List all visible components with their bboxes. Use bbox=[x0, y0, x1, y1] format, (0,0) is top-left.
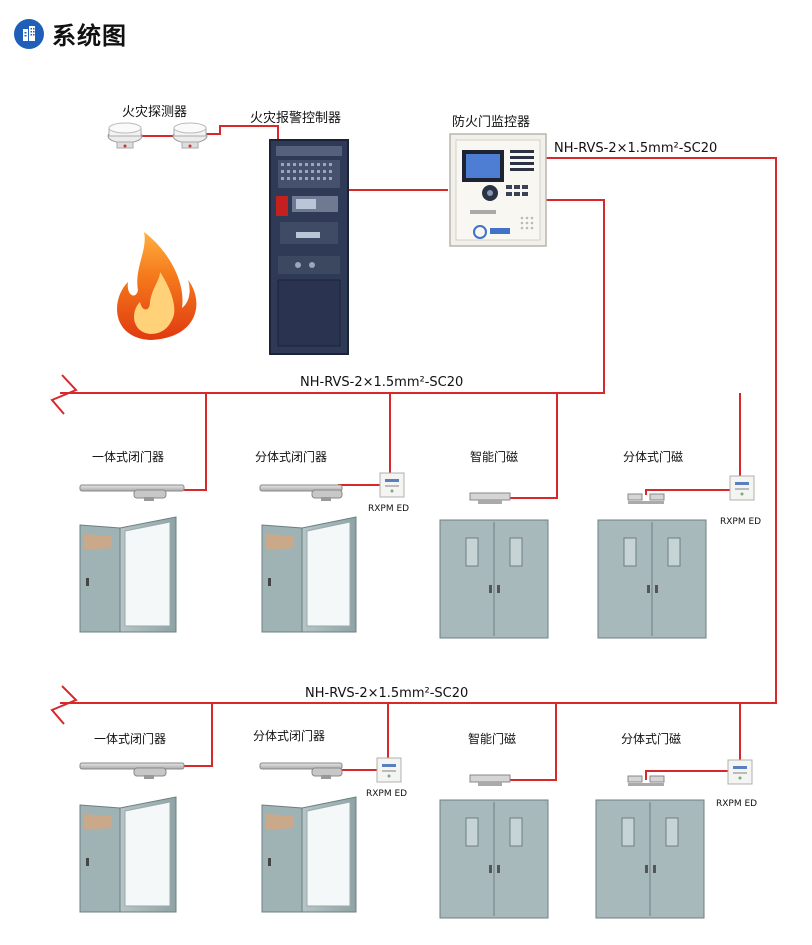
rxpm-label: RXPM ED bbox=[716, 799, 757, 809]
split-closer-label: 分体式闭门器 bbox=[253, 728, 325, 743]
smart-magnet-label: 智能门磁 bbox=[468, 731, 516, 746]
bus1-drop-3 bbox=[508, 393, 558, 499]
flame-icon bbox=[117, 232, 197, 340]
bus2-drop-1 bbox=[160, 703, 213, 767]
split-closer-label: 分体式闭门器 bbox=[255, 449, 327, 464]
split-magnet-label: 分体式门磁 bbox=[623, 449, 683, 464]
bus1-break-mark bbox=[50, 374, 78, 415]
bus1-feed-wire bbox=[60, 199, 605, 394]
detector-to-controller-wire bbox=[203, 125, 279, 140]
split-door-closer-icon bbox=[259, 762, 343, 779]
detector-label: 火灾探测器 bbox=[122, 104, 187, 120]
double-door-closed-icon bbox=[439, 799, 549, 919]
smart-magnet-label: 智能门磁 bbox=[470, 449, 518, 464]
rxpm-module-icon bbox=[376, 757, 402, 783]
bus1-drop-1 bbox=[160, 393, 207, 491]
single-door-open-icon bbox=[261, 516, 357, 633]
page-header: 系统图 bbox=[14, 16, 127, 51]
smoke-detector-icon bbox=[172, 122, 208, 149]
single-door-open-icon bbox=[79, 516, 177, 633]
double-door-closed-icon bbox=[439, 519, 549, 639]
integrated-closer-label: 一体式闭门器 bbox=[92, 449, 164, 464]
split-door-magnet-icon bbox=[627, 493, 665, 504]
smart-door-magnet-icon bbox=[469, 492, 511, 504]
single-door-open-icon bbox=[79, 796, 177, 913]
right-riser-wire bbox=[60, 157, 777, 704]
split-door-closer-icon bbox=[259, 484, 343, 501]
split-door-magnet-icon bbox=[627, 775, 665, 786]
bus1-cable-spec: NH-RVS-2×1.5mm²-SC20 bbox=[300, 375, 463, 390]
door-monitor-label: 防火门监控器 bbox=[452, 114, 530, 130]
fire-alarm-controller-cabinet bbox=[269, 139, 349, 355]
bus2-cable-spec: NH-RVS-2×1.5mm²-SC20 bbox=[305, 686, 468, 701]
smoke-detector-icon bbox=[107, 122, 143, 149]
double-door-closed-icon bbox=[597, 519, 707, 639]
single-door-open-icon bbox=[261, 796, 357, 913]
rxpm-module-icon bbox=[729, 475, 755, 501]
building-icon bbox=[14, 18, 44, 49]
wiring bbox=[50, 125, 777, 781]
alarm-controller-label: 火灾报警控制器 bbox=[250, 110, 341, 126]
integrated-door-closer-icon bbox=[79, 762, 185, 779]
split-magnet-label: 分体式门磁 bbox=[621, 731, 681, 746]
rxpm-label: RXPM ED bbox=[366, 789, 407, 799]
bus1-drop-4b bbox=[645, 489, 735, 495]
page-title: 系统图 bbox=[52, 22, 127, 50]
rxpm-module-icon bbox=[727, 759, 753, 785]
integrated-door-closer-icon bbox=[79, 484, 185, 501]
bus2-drop-4b bbox=[645, 770, 733, 780]
fire-door-monitor-panel bbox=[449, 133, 547, 247]
cable-spec-top: NH-RVS-2×1.5mm²-SC20 bbox=[554, 141, 717, 156]
rxpm-module-icon bbox=[379, 472, 405, 498]
double-door-closed-icon bbox=[595, 799, 705, 919]
bus2-drop-3 bbox=[508, 703, 557, 781]
rxpm-label: RXPM ED bbox=[720, 517, 761, 527]
rxpm-label: RXPM ED bbox=[368, 504, 409, 514]
smart-door-magnet-icon bbox=[469, 774, 511, 786]
bus2-break-mark bbox=[50, 685, 78, 725]
integrated-closer-label: 一体式闭门器 bbox=[94, 731, 166, 746]
